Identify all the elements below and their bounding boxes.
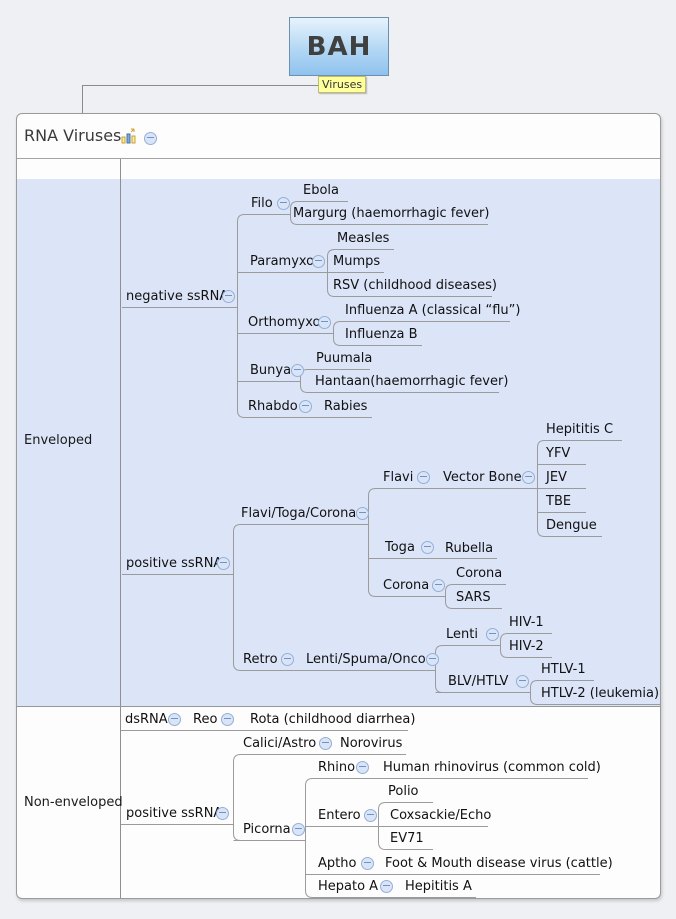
node-filo[interactable]: Filo: [251, 196, 273, 211]
node-picorna[interactable]: Picorna: [243, 822, 291, 837]
node-entero[interactable]: Entero: [318, 808, 361, 823]
node-calici-astro[interactable]: Calici/Astro: [243, 736, 317, 751]
node-flavi[interactable]: Flavi: [383, 470, 414, 485]
node-influenza-a[interactable]: Influenza A (classical “flu”): [345, 303, 521, 318]
node-htlv-2[interactable]: HTLV-2 (leukemia): [541, 686, 660, 701]
collapse-icon[interactable]: [222, 290, 235, 303]
page-title[interactable]: RNA Viruses: [24, 126, 122, 145]
node-foot-mouth[interactable]: Foot & Mouth disease virus (cattle): [385, 856, 613, 871]
collapse-icon[interactable]: [292, 823, 305, 836]
collapse-icon[interactable]: [217, 557, 230, 570]
enveloped-left-cell: [17, 179, 121, 706]
node-rhino[interactable]: Rhino: [318, 760, 356, 775]
section-label-enveloped[interactable]: Enveloped: [24, 433, 93, 448]
root-edge-label[interactable]: Viruses: [318, 76, 367, 93]
node-reo[interactable]: Reo: [193, 712, 218, 727]
collapse-icon[interactable]: [281, 653, 294, 666]
collapse-icon[interactable]: [421, 541, 434, 554]
collapse-icon[interactable]: [144, 132, 157, 145]
node-ebola[interactable]: Ebola: [303, 183, 339, 198]
node-rabies[interactable]: Rabies: [324, 399, 368, 414]
node-rhabdo[interactable]: Rhabdo: [248, 399, 298, 414]
node-influenza-b[interactable]: Influenza B: [345, 327, 418, 342]
collapse-icon[interactable]: [312, 255, 325, 268]
node-orthomyxo[interactable]: Orthomyxo: [248, 315, 321, 330]
node-dengue[interactable]: Dengue: [546, 518, 597, 533]
collapse-icon[interactable]: [522, 471, 535, 484]
node-lenti-spuma-onco[interactable]: Lenti/Spuma/Onco: [306, 652, 426, 667]
collapse-icon[interactable]: [356, 507, 369, 520]
non-enveloped-left-cell: [17, 707, 121, 898]
panel-header: [17, 114, 660, 159]
node-hiv-1[interactable]: HIV-1: [509, 615, 544, 630]
node-polio[interactable]: Polio: [388, 784, 419, 799]
node-puumala[interactable]: Puumala: [316, 351, 373, 366]
collapse-icon[interactable]: [432, 579, 445, 592]
node-margurg[interactable]: Margurg (haemorrhagic fever): [293, 206, 490, 221]
node-corona-family[interactable]: Corona: [383, 578, 430, 593]
node-blv-htlv[interactable]: BLV/HTLV: [448, 674, 509, 689]
node-paramyxo[interactable]: Paramyxo: [250, 254, 315, 269]
node-toga[interactable]: Toga: [385, 540, 415, 555]
node-measles[interactable]: Measles: [337, 231, 390, 246]
node-lenti[interactable]: Lenti: [446, 627, 478, 642]
collapse-icon[interactable]: [361, 857, 374, 870]
collapse-icon[interactable]: [319, 737, 332, 750]
collapse-icon[interactable]: [291, 364, 304, 377]
collapse-icon[interactable]: [168, 713, 181, 726]
section-label-non-enveloped[interactable]: Non-enveloped: [24, 795, 123, 810]
statistics-icon: [121, 128, 137, 148]
node-retro[interactable]: Retro: [243, 652, 278, 667]
node-tbe[interactable]: TBE: [546, 494, 572, 509]
collapse-icon[interactable]: [356, 761, 369, 774]
node-htlv-1[interactable]: HTLV-1: [541, 662, 586, 677]
node-hepititis-c[interactable]: Hepititis C: [546, 422, 614, 437]
node-hepititis-a[interactable]: Hepititis A: [405, 879, 472, 894]
node-hepato-a[interactable]: Hepato A: [318, 879, 379, 894]
node-aptho[interactable]: Aptho: [318, 856, 357, 871]
node-coxsackie-echo[interactable]: Coxsackie/Echo: [390, 808, 492, 823]
node-mumps[interactable]: Mumps: [333, 254, 381, 269]
node-positive-ssrna-nonenv[interactable]: positive ssRNA: [126, 806, 223, 821]
node-norovirus[interactable]: Norovirus: [340, 736, 403, 751]
node-jev[interactable]: JEV: [546, 470, 567, 485]
node-bunya[interactable]: Bunya: [250, 363, 292, 378]
spacer-left-cell: [17, 159, 121, 179]
collapse-icon[interactable]: [299, 400, 312, 413]
node-corona[interactable]: Corona: [456, 566, 503, 581]
node-positive-ssrna-env[interactable]: positive ssRNA: [126, 556, 223, 571]
node-rsv[interactable]: RSV (childhood diseases): [333, 278, 497, 293]
node-rota[interactable]: Rota (childhood diarrhea): [250, 712, 416, 727]
node-flavi-toga-corona[interactable]: Flavi/Toga/Corona: [241, 506, 357, 521]
node-rubella[interactable]: Rubella: [445, 541, 494, 556]
collapse-icon[interactable]: [364, 809, 377, 822]
non-enveloped-section: [17, 707, 660, 898]
spacer-row: [17, 159, 660, 179]
collapse-icon[interactable]: [426, 653, 439, 666]
node-ev71[interactable]: EV71: [390, 831, 424, 846]
node-vector-bone[interactable]: Vector Bone: [443, 470, 522, 485]
collapse-icon[interactable]: [417, 471, 430, 484]
root-node[interactable]: BAH: [289, 17, 389, 76]
collapse-icon[interactable]: [221, 713, 234, 726]
node-hantaan[interactable]: Hantaan(haemorrhagic fever): [315, 374, 509, 389]
collapse-icon[interactable]: [216, 807, 229, 820]
node-yfv[interactable]: YFV: [546, 446, 571, 461]
node-sars[interactable]: SARS: [456, 590, 491, 605]
node-dsrna[interactable]: dsRNA: [125, 712, 168, 727]
node-human-rhinovirus[interactable]: Human rhinovirus (common cold): [383, 760, 601, 775]
collapse-icon[interactable]: [486, 628, 499, 641]
node-hiv-2[interactable]: HIV-2: [509, 639, 544, 654]
node-negative-ssrna[interactable]: negative ssRNA: [126, 289, 229, 304]
collapse-icon[interactable]: [318, 316, 331, 329]
collapse-icon[interactable]: [380, 880, 393, 893]
collapse-icon[interactable]: [516, 675, 529, 688]
collapse-icon[interactable]: [277, 197, 290, 210]
